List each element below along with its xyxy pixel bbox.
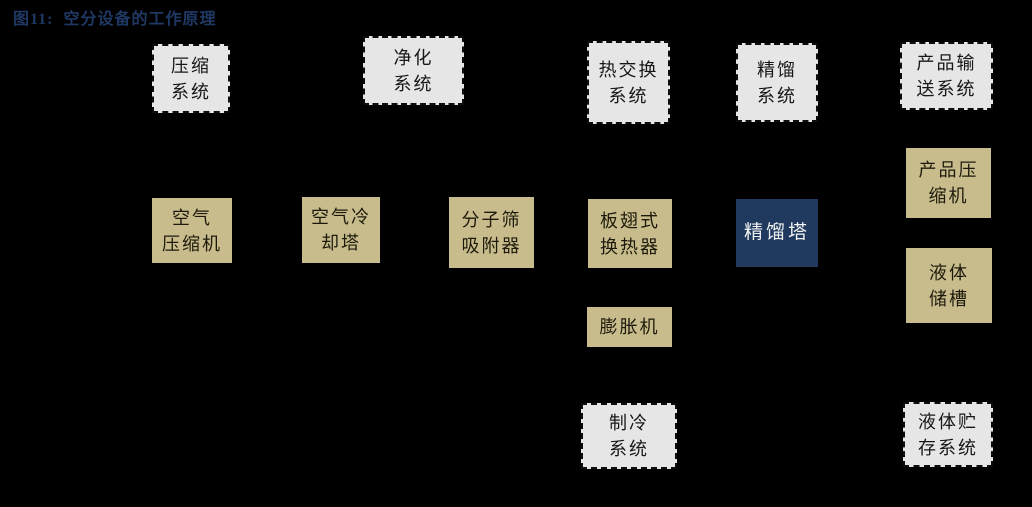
- box-plate-fin-heat-exchanger: 板翅式 换热器: [588, 199, 672, 268]
- box-label: 精馏塔: [743, 222, 810, 243]
- box-label: 却塔: [321, 233, 361, 253]
- box-refrigeration-system: 制冷 系统: [581, 403, 677, 469]
- box-liquid-storage-system: 液体贮 存系统: [903, 402, 993, 467]
- box-label: 液体: [929, 262, 969, 283]
- box-label: 分子筛: [461, 209, 522, 230]
- box-label: 制冷: [609, 413, 649, 433]
- box-label: 膨胀机: [599, 317, 660, 337]
- box-compression-system: 压缩 系统: [152, 44, 230, 113]
- box-label: 系统: [393, 73, 434, 94]
- box-label: 热交换: [598, 59, 659, 80]
- box-label: 产品压: [918, 160, 979, 180]
- box-product-delivery-system: 产品输 送系统: [900, 42, 993, 110]
- box-liquid-storage-tank: 液体 储槽: [906, 248, 992, 323]
- box-heat-exchange-system: 热交换 系统: [587, 41, 670, 124]
- box-label: 净化: [393, 47, 434, 68]
- box-label: 精馏: [757, 59, 797, 80]
- figure-title: 图11: 空分设备的工作原理: [13, 11, 217, 28]
- box-label: 系统: [757, 85, 797, 106]
- box-air-compressor: 空气 压缩机: [152, 198, 232, 263]
- box-label: 存系统: [918, 437, 978, 458]
- box-product-compressor: 产品压 缩机: [906, 148, 991, 218]
- box-label: 板翅式: [600, 210, 660, 231]
- box-label: 吸附器: [461, 235, 522, 256]
- box-label: 系统: [171, 81, 211, 102]
- box-distillation-system: 精馏 系统: [736, 43, 818, 122]
- box-label: 产品输: [916, 53, 977, 73]
- box-label: 储槽: [929, 288, 969, 309]
- box-label: 压缩机: [162, 233, 222, 254]
- box-air-cooling-tower: 空气冷 却塔: [302, 197, 380, 263]
- box-expander: 膨胀机: [587, 307, 672, 347]
- box-molecular-sieve-adsorber: 分子筛 吸附器: [449, 197, 534, 268]
- box-label: 空气: [172, 207, 212, 228]
- box-label: 空气冷: [311, 207, 371, 227]
- box-label: 送系统: [916, 79, 977, 99]
- box-label: 缩机: [928, 186, 969, 206]
- box-label: 换热器: [600, 236, 660, 257]
- box-purification-system: 净化 系统: [363, 36, 464, 105]
- box-label: 液体贮: [918, 411, 978, 432]
- box-label: 系统: [609, 439, 649, 459]
- box-label: 压缩: [171, 55, 211, 76]
- box-label: 系统: [608, 85, 649, 106]
- box-distillation-column: 精馏塔: [736, 199, 818, 267]
